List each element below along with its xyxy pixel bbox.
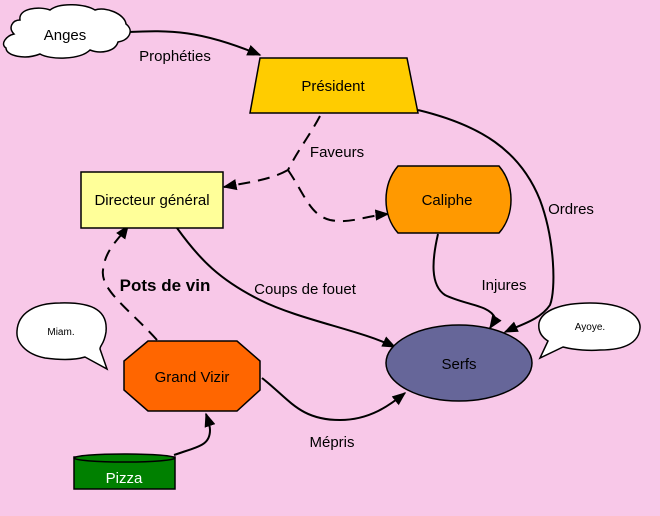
node-president[interactable]: Président [249,57,419,114]
edge-propheties[interactable] [127,30,262,56]
octagon-shape [123,340,261,412]
speech-bubble-shape [538,302,641,360]
edge-pizza[interactable] [173,412,216,456]
callout-miam: Miam. [16,302,109,371]
node-directeur-general[interactable]: Directeur général [80,171,224,229]
node-serfs-label: Serfs [441,356,476,373]
ellipse-shape [385,324,533,402]
node-pizza[interactable]: Pizza [73,453,176,490]
edge-label-coups-de-fouet: Coups de fouet [254,281,357,298]
edge-ordres[interactable] [417,109,555,333]
edge-label-pots-de-vin: Pots de vin [120,276,211,295]
callout-ayoye: Ayoye. [538,302,641,360]
edge-faveurs-directeur[interactable] [222,169,289,191]
edge-label-propheties: Prophéties [139,48,211,65]
callout-miam-text: Miam. [47,327,74,338]
edge-faveurs-trunk[interactable] [287,115,321,171]
cloud-shape [2,4,131,59]
edge-injures[interactable] [432,233,502,330]
callout-ayoye-text: Ayoye. [575,322,605,333]
cylinder-top [73,453,176,463]
edge-label-ordres: Ordres [548,201,594,218]
node-caliphe[interactable]: Caliphe [385,165,512,234]
edge-coups-de-fouet[interactable] [176,227,397,348]
edge-label-faveurs: Faveurs [310,144,364,161]
edge-label-mepris: Mépris [309,434,354,451]
node-pizza-label: Pizza [106,470,143,487]
edge-mepris[interactable] [261,377,407,422]
node-grand-vizir[interactable]: Grand Vizir [123,340,261,412]
edge-label-injures: Injures [481,277,526,294]
node-directeur-label: Directeur général [94,192,209,209]
rounded-tab-shape [385,165,512,234]
node-caliphe-label: Caliphe [422,192,473,209]
speech-bubble-shape [16,302,109,371]
node-serfs[interactable]: Serfs [385,324,533,402]
rectangle-shape [80,171,224,229]
node-grand-vizir-label: Grand Vizir [155,369,230,386]
node-anges[interactable]: Anges [2,4,131,59]
edge-faveurs-caliphe[interactable] [287,169,390,223]
trapezoid-shape [249,57,419,114]
node-president-label: Président [301,78,365,95]
edge-pots-de-vin[interactable] [101,224,158,341]
node-anges-label: Anges [44,27,87,44]
